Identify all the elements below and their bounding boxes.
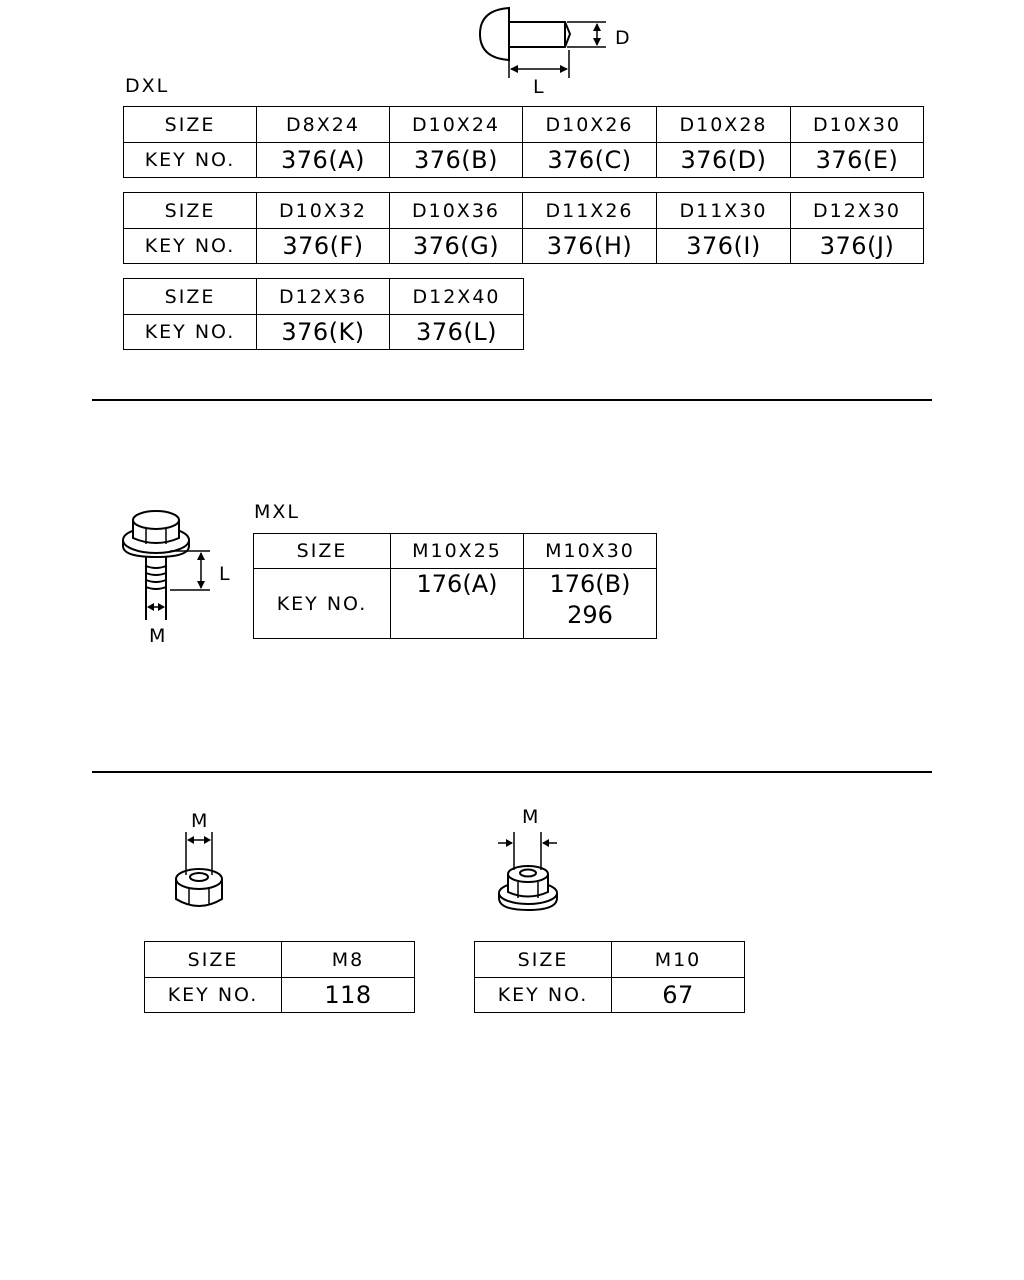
size-cell: D11X30 bbox=[656, 192, 791, 229]
size-cell: D12X40 bbox=[389, 278, 524, 315]
key-value: 176(A) bbox=[416, 570, 498, 598]
key-cell: 376(D) bbox=[656, 142, 791, 178]
flange-nut-drawing bbox=[498, 832, 558, 912]
size-cell: D10X26 bbox=[522, 106, 657, 143]
key-cell: 376(H) bbox=[522, 228, 657, 264]
nut-1-table: SIZE M8 KEY NO. 118 bbox=[144, 941, 415, 1013]
key-cell: 176(B) 296 bbox=[523, 568, 657, 639]
key-cell: 376(C) bbox=[522, 142, 657, 178]
key-cell: 376(I) bbox=[656, 228, 791, 264]
size-header: SIZE bbox=[123, 278, 257, 315]
key-cell: 376(A) bbox=[256, 142, 390, 178]
size-cell: D10X36 bbox=[389, 192, 523, 229]
size-cell: D10X24 bbox=[389, 106, 523, 143]
key-header: KEY NO. bbox=[123, 314, 257, 350]
key-cell: 118 bbox=[281, 977, 415, 1013]
size-cell: M10X25 bbox=[390, 533, 524, 569]
rivet-caption: DXL bbox=[125, 75, 170, 97]
key-cell: 67 bbox=[611, 977, 745, 1013]
nut-1-dim-m: M bbox=[191, 810, 208, 832]
key-cell: 376(J) bbox=[790, 228, 924, 264]
size-header: SIZE bbox=[123, 106, 257, 143]
key-header: KEY NO. bbox=[123, 228, 257, 264]
rivet-table-3: SIZE D12X36 D12X40 KEY NO. 376(K) 376(L) bbox=[123, 278, 524, 350]
rivet-drawing bbox=[478, 6, 606, 78]
size-cell: M8 bbox=[281, 941, 415, 978]
bolt-table: SIZE M10X25 M10X30 KEY NO. 176(A) 176(B)… bbox=[253, 533, 657, 639]
key-value: 296 bbox=[567, 601, 613, 629]
size-cell: D12X36 bbox=[256, 278, 390, 315]
bolt-dim-l: L bbox=[219, 563, 230, 585]
hex-nut-drawing bbox=[175, 832, 223, 907]
section-divider bbox=[92, 399, 932, 401]
size-cell: D8X24 bbox=[256, 106, 390, 143]
size-header: SIZE bbox=[144, 941, 282, 978]
rivet-table-1: SIZE D8X24 D10X24 D10X26 D10X28 D10X30 K… bbox=[123, 106, 924, 178]
size-cell: D10X30 bbox=[790, 106, 924, 143]
key-cell: 376(K) bbox=[256, 314, 390, 350]
section-divider bbox=[92, 771, 932, 773]
rivet-dim-l: L bbox=[533, 76, 544, 98]
key-header: KEY NO. bbox=[144, 977, 282, 1013]
nut-2-table: SIZE M10 KEY NO. 67 bbox=[474, 941, 745, 1013]
nut-2-dim-m: M bbox=[522, 806, 539, 828]
size-cell: D10X32 bbox=[256, 192, 390, 229]
size-cell: M10 bbox=[611, 941, 745, 978]
key-value: 176(B) bbox=[549, 570, 631, 598]
key-cell: 376(F) bbox=[256, 228, 390, 264]
size-header: SIZE bbox=[474, 941, 612, 978]
bolt-caption: MXL bbox=[254, 501, 300, 523]
flange-bolt-drawing bbox=[122, 510, 210, 620]
key-cell: 376(L) bbox=[389, 314, 524, 350]
size-header: SIZE bbox=[123, 192, 257, 229]
size-cell: D10X28 bbox=[656, 106, 791, 143]
bolt-dim-m: M bbox=[149, 625, 166, 647]
key-cell: 176(A) bbox=[390, 568, 524, 639]
rivet-table-2: SIZE D10X32 D10X36 D11X26 D11X30 D12X30 … bbox=[123, 192, 924, 264]
key-header: KEY NO. bbox=[253, 568, 391, 639]
size-cell: D11X26 bbox=[522, 192, 657, 229]
size-cell: D12X30 bbox=[790, 192, 924, 229]
key-cell: 376(E) bbox=[790, 142, 924, 178]
rivet-dim-d: D bbox=[615, 27, 630, 49]
size-cell: M10X30 bbox=[523, 533, 657, 569]
key-cell: 376(B) bbox=[389, 142, 523, 178]
size-header: SIZE bbox=[253, 533, 391, 569]
key-header: KEY NO. bbox=[123, 142, 257, 178]
key-header: KEY NO. bbox=[474, 977, 612, 1013]
key-cell: 376(G) bbox=[389, 228, 523, 264]
